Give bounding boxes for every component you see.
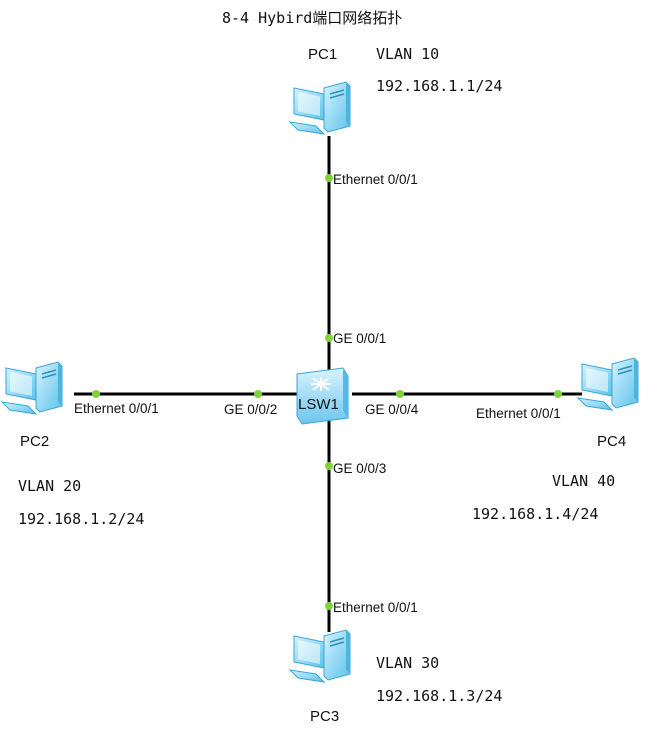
pc2-vlan: VLAN 20 <box>18 477 81 495</box>
switch-name: LSW1 <box>298 396 339 413</box>
pc1-name: PC1 <box>308 46 337 63</box>
switch-port-label-pc2: GE 0/0/2 <box>224 402 277 417</box>
switch-port-label-pc1: GE 0/0/1 <box>333 331 386 346</box>
pc4-vlan: VLAN 40 <box>552 472 615 490</box>
pc3-node[interactable]: PC3 VLAN 30 192.168.1.3/24 <box>289 629 502 725</box>
pc1-port-label: Ethernet 0/0/1 <box>333 172 418 187</box>
switch-port-label-pc3: GE 0/0/3 <box>333 461 386 476</box>
switch-node[interactable]: LSW1 <box>296 367 349 425</box>
pc4-port-label: Ethernet 0/0/1 <box>476 406 561 421</box>
pc1-vlan: VLAN 10 <box>376 45 439 63</box>
switch-port-label-pc4: GE 0/0/4 <box>365 402 419 417</box>
pc-icon <box>289 81 351 135</box>
pc4-ip: 192.168.1.4/24 <box>472 505 598 523</box>
pc1-node[interactable]: PC1 VLAN 10 192.168.1.1/24 <box>289 45 502 135</box>
pc-icon <box>289 629 351 683</box>
port-dot <box>396 390 404 398</box>
port-dot <box>554 390 562 398</box>
pc3-ip: 192.168.1.3/24 <box>376 687 502 705</box>
port-dot <box>254 390 262 398</box>
pc4-node[interactable]: PC4 VLAN 40 192.168.1.4/24 <box>472 357 639 523</box>
port-dot <box>92 390 100 398</box>
pc4-name: PC4 <box>597 433 626 450</box>
pc3-name: PC3 <box>310 708 339 725</box>
pc2-ip: 192.168.1.2/24 <box>18 510 144 528</box>
port-dot <box>325 462 333 470</box>
pc-icon <box>577 357 639 411</box>
diagram-title: 8-4 Hybird端口网络拓扑 <box>222 9 402 27</box>
pc3-vlan: VLAN 30 <box>376 654 439 672</box>
port-dot <box>325 602 333 610</box>
port-dot <box>325 334 333 342</box>
switch-icon <box>296 367 349 425</box>
pc-icon <box>1 361 63 415</box>
pc2-name: PC2 <box>20 433 49 450</box>
pc1-ip: 192.168.1.1/24 <box>376 77 502 95</box>
pc2-node[interactable]: PC2 VLAN 20 192.168.1.2/24 <box>1 361 144 528</box>
port-dot <box>325 174 333 182</box>
pc3-port-label: Ethernet 0/0/1 <box>333 600 418 615</box>
pc2-port-label: Ethernet 0/0/1 <box>74 401 159 416</box>
